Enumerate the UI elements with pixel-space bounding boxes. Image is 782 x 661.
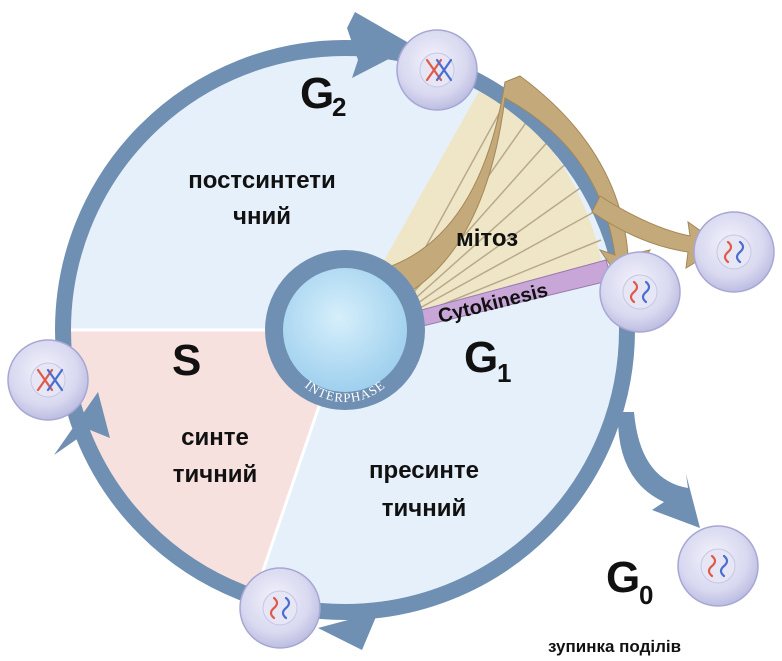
g1-subscript: 1	[497, 358, 511, 388]
g0-subscript: 0	[639, 580, 653, 610]
s-label-line2: тичний	[173, 461, 257, 488]
cell-g1	[600, 252, 680, 332]
s-label-line1: синте	[181, 424, 249, 451]
g0-arrow	[618, 412, 700, 528]
interphase-center	[283, 268, 407, 392]
cell-right	[694, 212, 774, 292]
g2-subscript: 2	[332, 92, 346, 122]
g1-label-line2: тичний	[382, 495, 466, 522]
g1-label-line1: пресинте	[369, 457, 479, 484]
g0-symbol: G	[606, 553, 640, 602]
g0-caption: зупинка поділів	[548, 637, 681, 656]
cell-top	[397, 30, 477, 110]
g1-symbol: G	[464, 333, 498, 382]
g2-label-line1: постсинтети	[188, 167, 336, 194]
mitosis-label: мітоз	[456, 225, 518, 252]
s-symbol: S	[172, 336, 201, 385]
g2-label-line2: чний	[233, 203, 291, 230]
cell-bottom	[240, 568, 320, 648]
cell-g0	[678, 526, 758, 606]
cell-left	[8, 340, 88, 420]
g2-symbol: G	[300, 69, 334, 118]
